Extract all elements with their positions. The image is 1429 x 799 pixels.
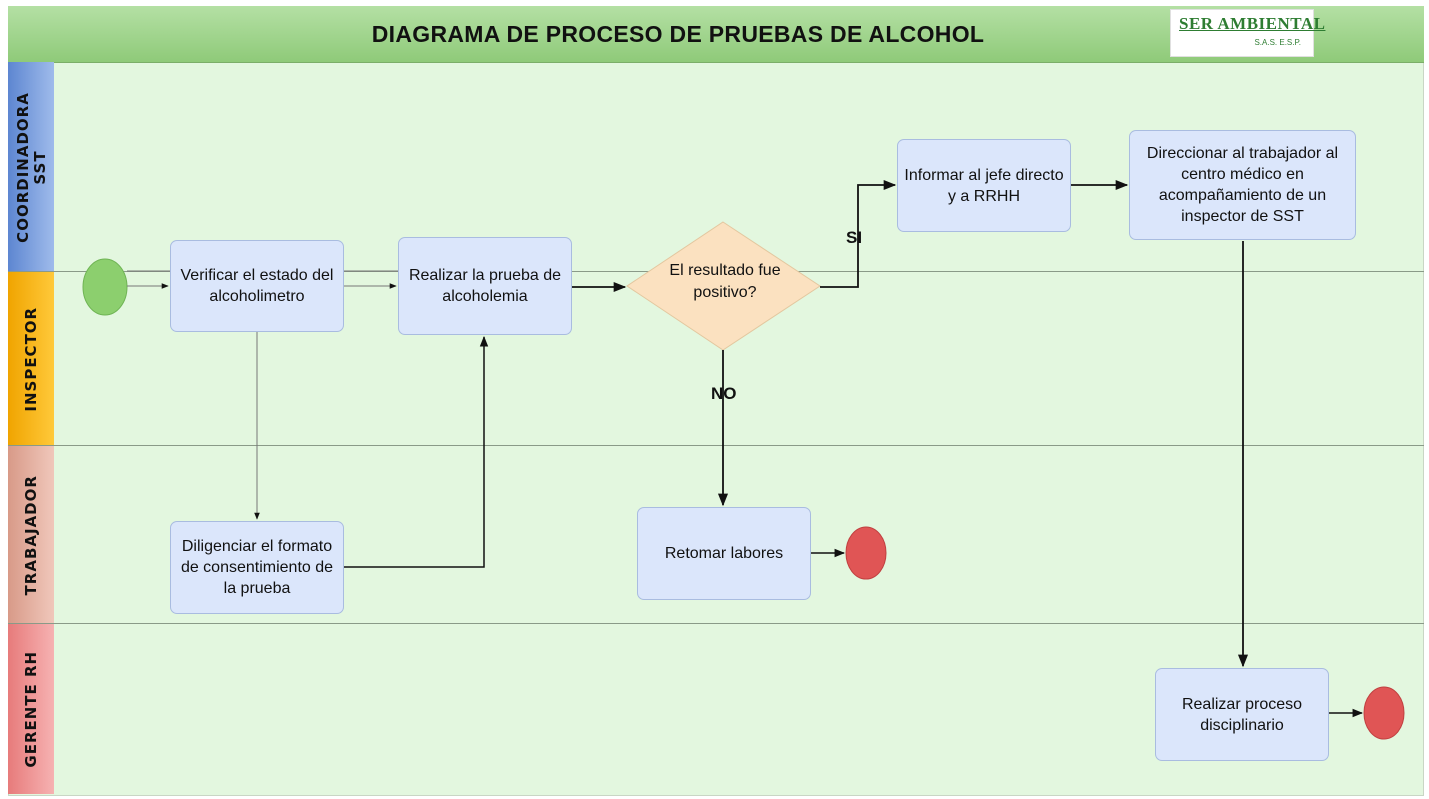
edge-label-no: NO <box>711 384 737 403</box>
task-disciplinary-process[interactable]: Realizar proceso disciplinario <box>1155 668 1329 761</box>
header-bar: DIAGRAMA DE PROCESO DE PRUEBAS DE ALCOHO… <box>8 6 1424 63</box>
lane-coordinadora-sst: COORDINADORA SST <box>8 62 54 272</box>
task-resume-work[interactable]: Retomar labores <box>637 507 811 600</box>
lane-divider <box>8 445 1424 446</box>
task-discipline-label: Realizar proceso disciplinario <box>1181 695 1303 734</box>
task-consent-label: Diligenciar el formato de consentimiento… <box>180 538 334 597</box>
task-verify-breathalyzer[interactable]: Verificar el estado del alcoholimetro <box>170 240 344 332</box>
edge-consent-test <box>343 335 489 568</box>
task-perform-test[interactable]: Realizar la prueba de alcoholemia <box>398 237 572 335</box>
page-title: DIAGRAMA DE PROCESO DE PRUEBAS DE ALCOHO… <box>371 21 985 47</box>
task-verify-label: Verificar el estado del alcoholimetro <box>180 267 334 305</box>
task-inform-boss[interactable]: Informar al jefe directo y a RRHH <box>897 139 1071 232</box>
task-consent-form[interactable]: Diligenciar el formato de consentimiento… <box>170 521 344 614</box>
task-direct-medical[interactable]: Direccionar al trabajador al centro médi… <box>1129 130 1356 240</box>
end-event-resume <box>845 526 887 580</box>
task-inform-label: Informar al jefe directo y a RRHH <box>904 166 1064 205</box>
lane-inspector: INSPECTOR <box>8 272 54 446</box>
start-event <box>82 258 128 316</box>
lane-gerente-rh: GERENTE RH <box>8 624 54 794</box>
task-test-label: Realizar la prueba de alcoholemia <box>408 267 562 305</box>
edge-label-yes: SI <box>846 228 863 247</box>
logo-main-text: SER AMBIENTAL <box>1179 14 1326 33</box>
company-logo: SER AMBIENTAL S.A.S. E.S.P. <box>1170 9 1325 57</box>
lane-trabajador: TRABAJADOR <box>8 446 54 624</box>
lane-divider <box>8 623 1424 624</box>
task-resume-label: Retomar labores <box>664 545 784 562</box>
task-direct-label: Direccionar al trabajador al centro médi… <box>1146 145 1339 225</box>
decision-label: El resultado fue positivo? <box>669 262 781 301</box>
logo-sub-text: S.A.S. E.S.P. <box>1254 38 1301 47</box>
end-event-discipline <box>1363 686 1405 740</box>
edge-decision-inform <box>820 179 897 288</box>
